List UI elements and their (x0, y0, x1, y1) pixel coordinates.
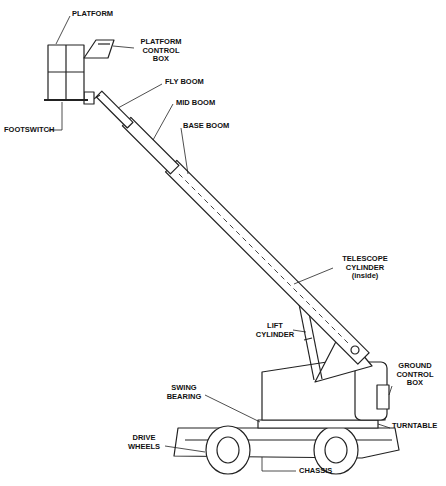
part-label: TURNTABLE (392, 422, 437, 431)
part-label: BASE BOOM (183, 122, 229, 131)
part-label: MID BOOM (176, 99, 215, 108)
part-label: SWING BEARING (160, 384, 208, 401)
part-label: FLY BOOM (165, 78, 204, 87)
part-label: GROUND CONTROL BOX (393, 362, 437, 388)
part-label: PLATFORM CONTROL BOX (136, 38, 186, 64)
part-label: LIFT CYLINDER (255, 322, 295, 339)
part-label: FOOTSWITCH (4, 126, 54, 135)
part-label: PLATFORM (72, 10, 113, 19)
part-label: TELESCOPE CYLINDER (inside) (334, 255, 396, 281)
part-label: CHASSIS (299, 467, 332, 476)
part-label: DRIVE WHEELS (122, 434, 166, 451)
